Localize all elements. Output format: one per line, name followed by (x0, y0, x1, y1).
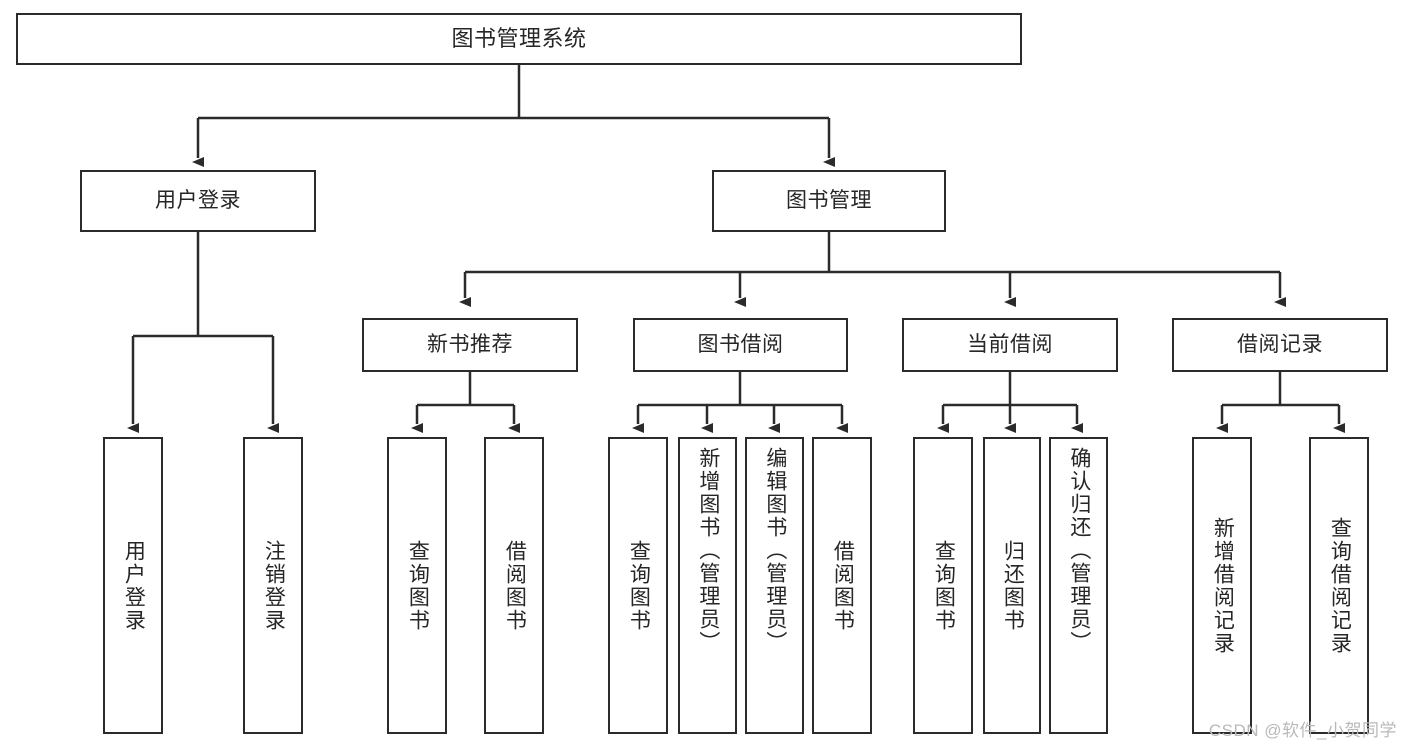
node-label: 图书管理系统 (451, 26, 587, 52)
node-label: 编辑图书（管理员） (763, 447, 787, 654)
node-label: 图书管理 (786, 188, 872, 212)
node-current-borrow[interactable]: 当前借阅 (902, 318, 1118, 372)
node-label: 当前借阅 (967, 332, 1053, 356)
node-leaf-user-login[interactable]: 用户登录 (103, 437, 163, 734)
node-book-borrow[interactable]: 图书借阅 (633, 318, 848, 372)
node-label: 查询借阅记录 (1328, 516, 1352, 655)
node-label: 借阅记录 (1237, 332, 1323, 356)
node-leaf-query-book-current[interactable]: 查询图书 (913, 437, 973, 734)
node-leaf-add-borrow-record[interactable]: 新增借阅记录 (1192, 437, 1252, 734)
node-label: 归还图书 (1001, 539, 1025, 632)
node-label: 借阅图书 (503, 539, 527, 632)
node-label: 新增图书（管理员） (696, 447, 720, 654)
node-label: 查询图书 (932, 539, 956, 632)
node-leaf-return-book[interactable]: 归还图书 (983, 437, 1041, 734)
node-label: 图书借阅 (697, 332, 784, 356)
csdn-watermark: CSDN @软件_小贺同学 (1208, 721, 1397, 740)
node-book-management[interactable]: 图书管理 (712, 170, 946, 232)
node-label: 查询图书 (627, 539, 651, 632)
node-leaf-confirm-return-admin[interactable]: 确认归还（管理员） (1049, 437, 1108, 734)
node-label: 确认归还（管理员） (1067, 447, 1091, 654)
node-label: 查询图书 (406, 539, 430, 632)
node-leaf-borrow-book-recommend[interactable]: 借阅图书 (484, 437, 544, 734)
node-leaf-query-borrow-record[interactable]: 查询借阅记录 (1309, 437, 1369, 734)
node-label: 用户登录 (155, 188, 241, 212)
node-leaf-edit-book-admin[interactable]: 编辑图书（管理员） (745, 437, 804, 734)
node-label: 用户登录 (122, 539, 146, 632)
node-label: 新增借阅记录 (1211, 516, 1235, 655)
node-borrow-record[interactable]: 借阅记录 (1172, 318, 1388, 372)
node-new-book-recommend[interactable]: 新书推荐 (362, 318, 578, 372)
node-label: 借阅图书 (831, 539, 855, 632)
node-user-login[interactable]: 用户登录 (80, 170, 316, 232)
node-root-book-management-system[interactable]: 图书管理系统 (16, 13, 1022, 65)
node-label: 注销登录 (262, 539, 286, 632)
node-leaf-borrow-book[interactable]: 借阅图书 (812, 437, 872, 734)
node-leaf-query-book-borrow[interactable]: 查询图书 (608, 437, 668, 734)
node-label: 新书推荐 (427, 332, 513, 356)
node-leaf-add-book-admin[interactable]: 新增图书（管理员） (678, 437, 737, 734)
node-leaf-logout[interactable]: 注销登录 (243, 437, 303, 734)
node-leaf-query-book-recommend[interactable]: 查询图书 (387, 437, 447, 734)
